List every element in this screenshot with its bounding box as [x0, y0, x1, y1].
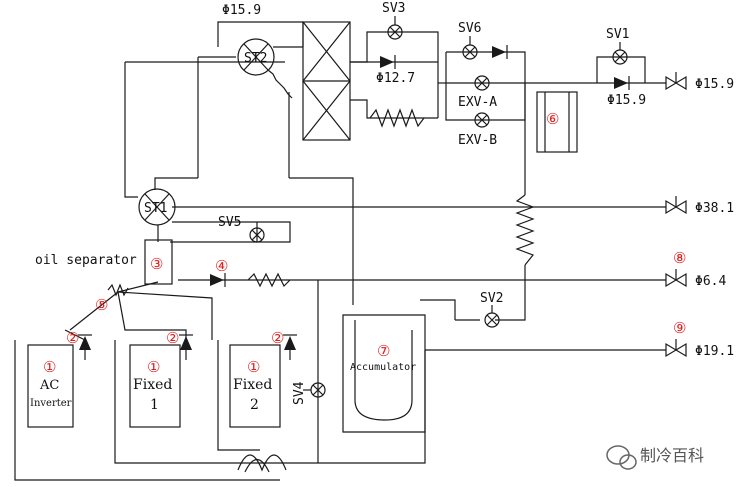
port-liquid-label: Φ15.9: [695, 77, 734, 92]
pipe-mid-label: Φ12.7: [376, 71, 415, 86]
stop-valve-icon: [665, 269, 687, 288]
check-valve-icon: [614, 76, 630, 90]
marker-2-ac: ②: [66, 329, 79, 347]
sv4-label: SV4: [292, 381, 307, 405]
sv1-label: SV1: [606, 27, 629, 42]
comp-fixed1-line1: Fixed: [133, 377, 172, 393]
solenoid-valve-icon: [303, 382, 326, 398]
marker-9: ⑨: [673, 319, 686, 337]
wechat-icon: [606, 445, 637, 470]
marker-8: ⑧: [673, 249, 686, 267]
capillary-icon: [515, 194, 535, 266]
exv-b-label: EXV-B: [458, 133, 497, 148]
pipe-sv1-label: Φ15.9: [607, 93, 646, 108]
marker-4: ④: [215, 257, 228, 275]
heat-exchanger-icon: [302, 21, 351, 141]
compressor-fixed-1: [129, 344, 181, 428]
marker-3: ③: [150, 255, 163, 273]
stop-valve-icon: [665, 339, 687, 358]
check-valve-icon: [492, 45, 508, 59]
sv6-label: SV6: [458, 21, 481, 36]
piping: [14, 21, 666, 481]
st1-label: ST1: [144, 201, 167, 216]
marker-7: ⑦: [377, 342, 390, 360]
watermark: 制冷百科: [606, 445, 704, 470]
solenoid-valve-icon: [484, 305, 500, 328]
comp-fixed1-line2: 1: [150, 397, 159, 413]
comp-fixed2-line2: 2: [250, 397, 259, 413]
solenoid-valve-icon: [474, 112, 490, 128]
exv-a-label: EXV-A: [458, 95, 497, 110]
oil-equalizer-coil: [237, 454, 287, 473]
port-oil-label: Φ6.4: [695, 274, 726, 289]
accumulator-label: Accumulator: [350, 362, 416, 373]
capillary-icon: [107, 283, 129, 297]
check-valve-icon: [78, 334, 92, 350]
compressor-fixed-2: [229, 344, 281, 428]
port-suction-label: Φ19.1: [695, 344, 734, 359]
solenoid-valve-icon: [387, 16, 403, 40]
check-valve-icon: [179, 334, 193, 350]
sv5-label: SV5: [218, 215, 241, 230]
four-way-valve-icon: [138, 188, 176, 226]
comp-ac-line2: Inverter: [30, 398, 72, 409]
pipe-top-left-label: Φ15.9: [222, 3, 261, 18]
port-gas-label: Φ38.1: [695, 201, 734, 216]
capillary-icon: [247, 272, 291, 288]
marker-2-fixed1: ②: [166, 329, 179, 347]
stop-valve-icon: [665, 196, 687, 215]
marker-5: ⑤: [95, 296, 108, 314]
st2-label: ST2: [244, 51, 267, 66]
subcooler-box: [536, 91, 578, 153]
marker-6: ⑥: [546, 110, 559, 128]
solenoid-valve-icon: [249, 227, 265, 243]
compressor-ac-inverter: [27, 344, 74, 428]
solenoid-valve-icon: [612, 42, 628, 65]
marker-1-fixed2: ①: [247, 358, 260, 376]
capillary-icon: [369, 108, 425, 128]
marker-1-fixed1: ①: [147, 358, 160, 376]
solenoid-valve-icon: [462, 36, 478, 60]
comp-fixed2-line1: Fixed: [233, 377, 272, 393]
check-valve-icon: [210, 273, 226, 287]
check-valve-icon: [380, 55, 396, 69]
marker-1-ac: ①: [43, 358, 56, 376]
four-way-valve-icon: [237, 38, 293, 99]
stop-valve-icon: [665, 72, 687, 91]
marker-2-fixed2: ②: [271, 329, 284, 347]
sv2-label: SV2: [480, 291, 503, 306]
sv3-label: SV3: [382, 1, 405, 16]
comp-ac-line1: AC: [39, 378, 59, 393]
solenoid-valve-icon: [474, 75, 490, 91]
oil-separator-label: oil separator: [35, 253, 137, 268]
watermark-text: 制冷百科: [640, 446, 704, 465]
oil-separator-box: [144, 239, 173, 285]
check-valve-icon: [283, 334, 297, 350]
